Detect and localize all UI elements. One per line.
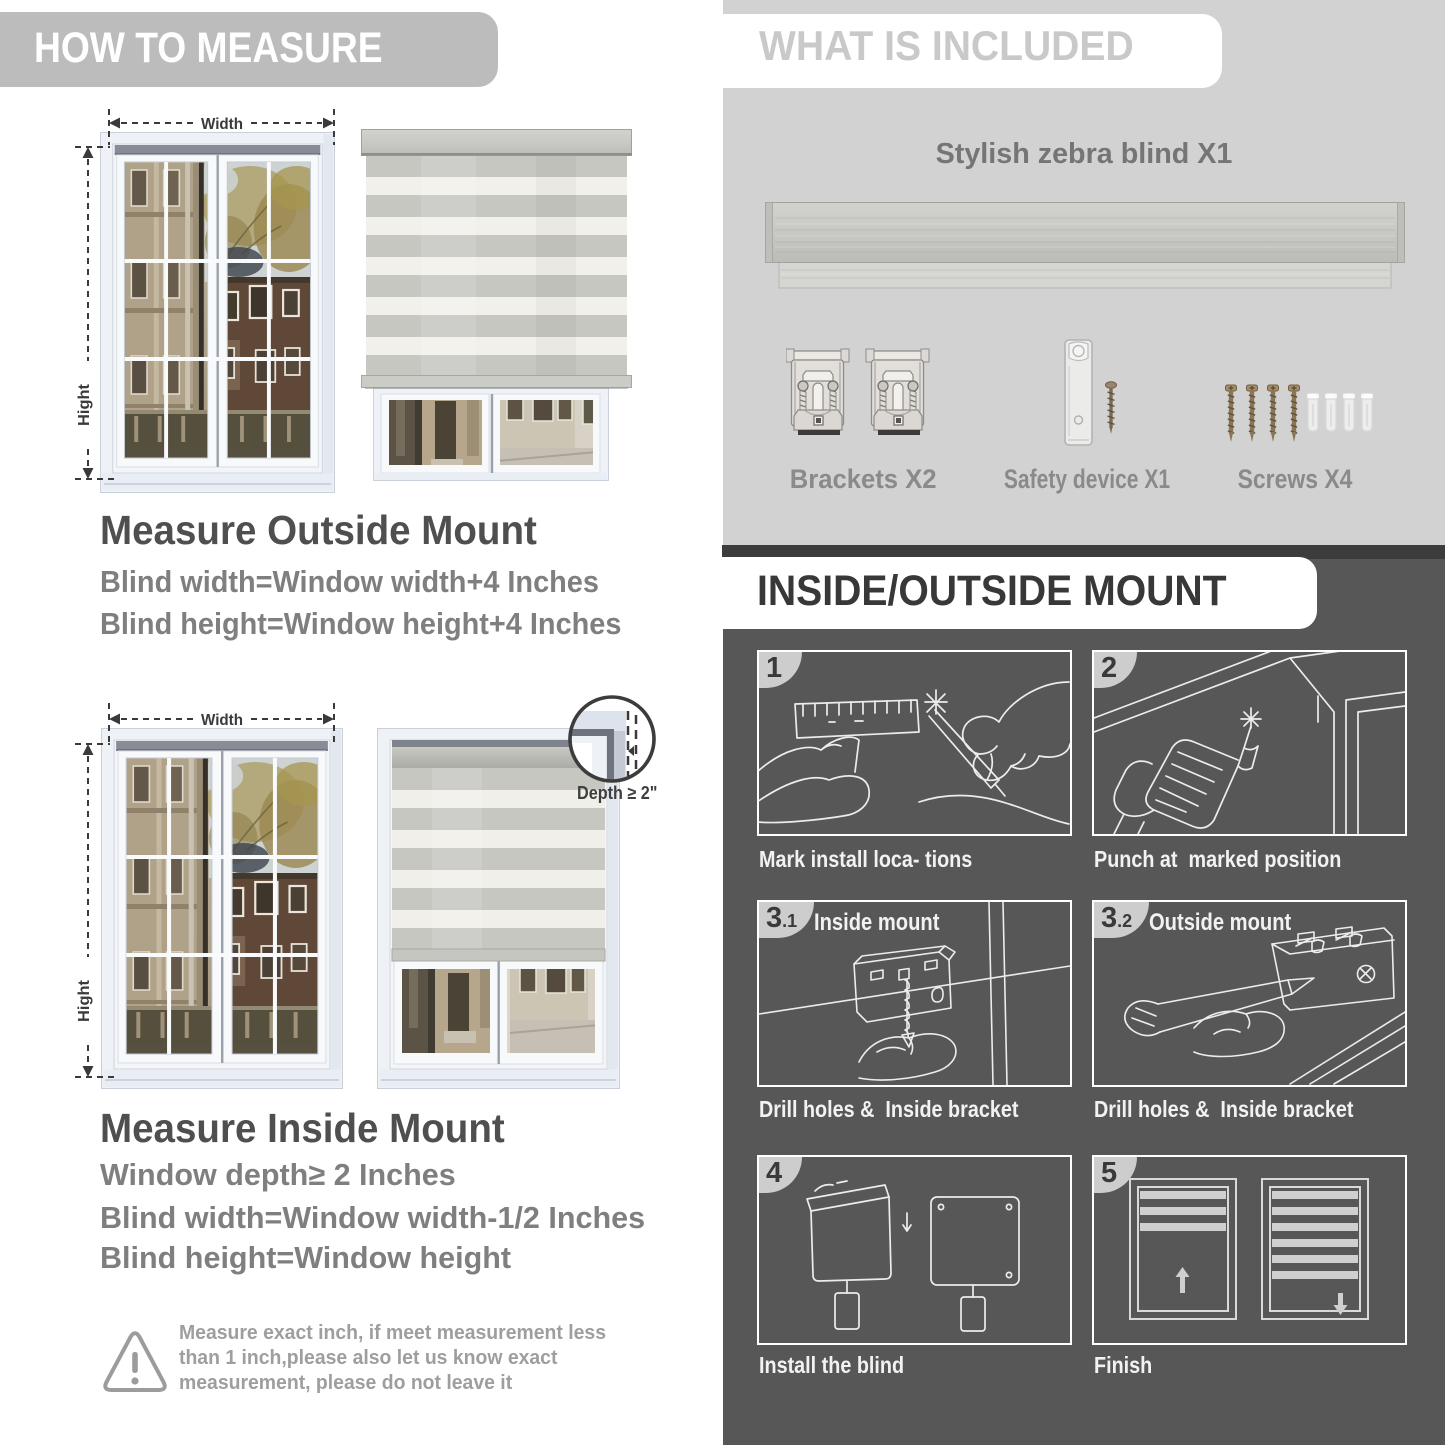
svg-text:Width: Width bbox=[201, 116, 243, 133]
svg-text:Width: Width bbox=[201, 712, 243, 729]
svg-text:Hight: Hight bbox=[76, 979, 93, 1022]
svg-text:Hight: Hight bbox=[76, 383, 93, 426]
